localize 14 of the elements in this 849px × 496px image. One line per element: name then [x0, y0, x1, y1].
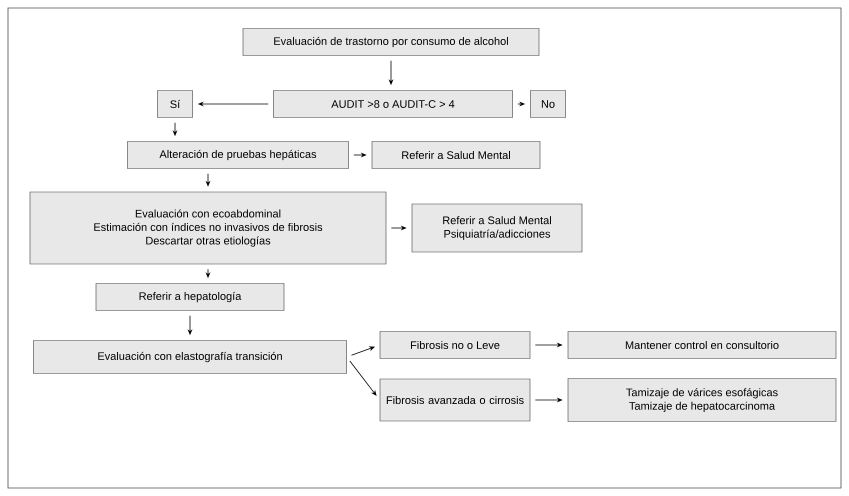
process-box: Sí: [157, 90, 193, 118]
process-box: Tamizaje de várices esofágicas Tamizaje de hepatocarcinoma: [568, 378, 836, 422]
process-box: Fibrosis avanzada o cirrosis: [380, 378, 530, 422]
process-box: Mantener control en consultorio: [568, 331, 836, 359]
process-box: Alteración de pruebas hepáticas: [127, 141, 349, 169]
process-box: AUDIT >8 o AUDIT-C > 4: [273, 90, 513, 118]
process-box: Evaluación con elastografía transición: [33, 340, 347, 374]
process-box: Referir a Salud Mental Psiquiatría/adicciones: [412, 204, 582, 252]
process-box: Referir a Salud Mental: [372, 141, 540, 169]
process-box: Evaluación con ecoabdominal Estimación con índices no invasivos de fibrosis Descartar otras etiologías: [30, 192, 386, 264]
process-box: Referir a hepatología: [96, 283, 284, 311]
process-box: Evaluación de trastorno por consumo de alcohol: [242, 28, 540, 56]
process-box: No: [530, 90, 566, 118]
process-box: Fibrosis no o Leve: [380, 331, 530, 359]
